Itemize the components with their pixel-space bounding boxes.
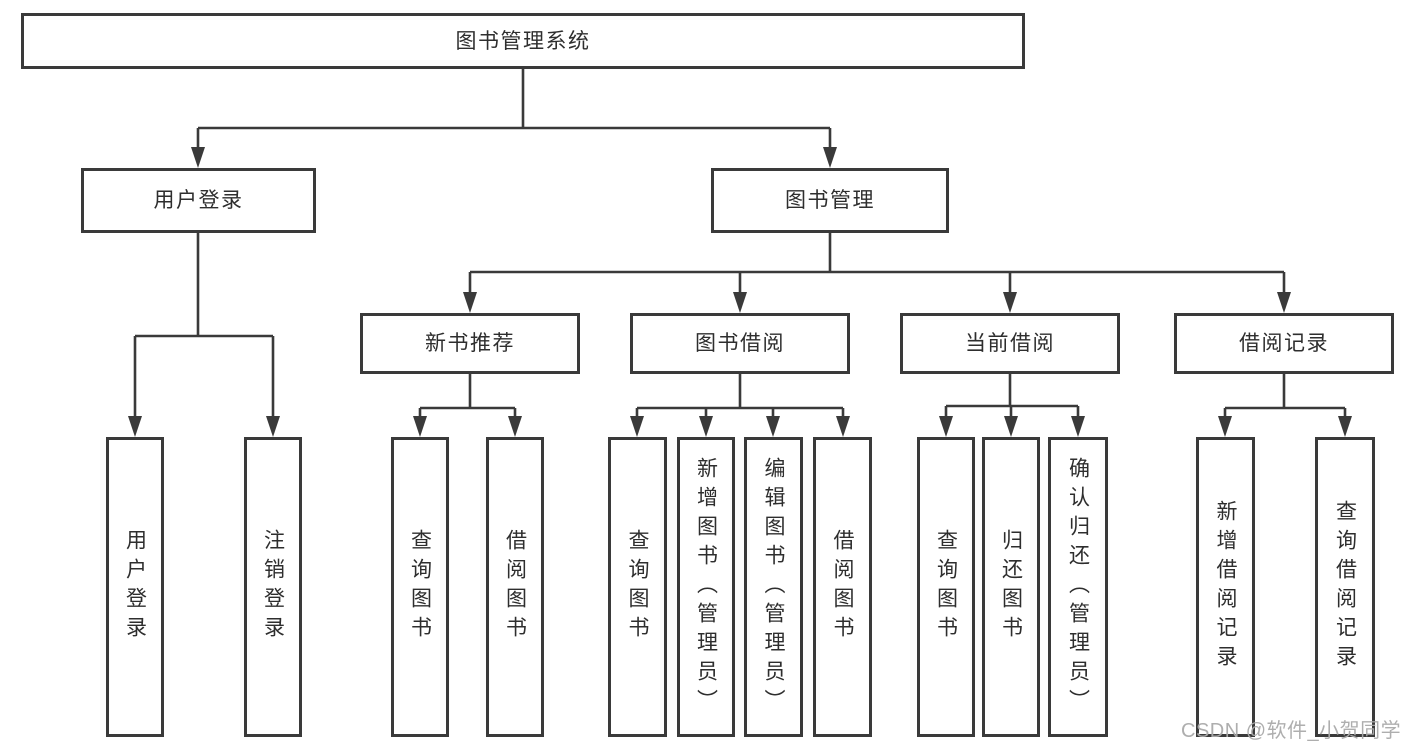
leaf-borrow-borrow-books: 借阅图书 — [813, 437, 872, 737]
leaf-recommend-borrow-books: 借阅图书 — [486, 437, 544, 737]
connector-user-login-to-leaves — [128, 233, 280, 437]
leaf-borrow-query-books-label: 查询图书 — [626, 529, 649, 645]
arrowhead-icon — [1218, 416, 1232, 437]
connector-new-book-recommend-to-leaves — [413, 374, 522, 437]
leaf-current-query-books: 查询图书 — [917, 437, 975, 737]
node-book-borrow-label: 图书借阅 — [695, 332, 785, 355]
node-book-management: 图书管理 — [711, 168, 949, 233]
node-user-login-branch: 用户登录 — [81, 168, 316, 233]
leaf-current-query-books-label: 查询图书 — [934, 529, 958, 645]
leaf-recommend-query-books-label: 查询图书 — [408, 529, 432, 645]
leaf-borrow-edit-books-admin: 编辑图书（管理员） — [744, 437, 803, 737]
leaf-user-login: 用户登录 — [106, 437, 164, 737]
node-new-book-recommend: 新书推荐 — [360, 313, 580, 374]
leaf-current-confirm-return-admin-label: 确认归还（管理员） — [1066, 456, 1090, 718]
arrowhead-icon — [1071, 416, 1085, 437]
arrowhead-icon — [413, 416, 427, 437]
leaf-borrow-query-books: 查询图书 — [608, 437, 667, 737]
arrowhead-icon — [1004, 416, 1018, 437]
leaf-logout-label: 注销登录 — [261, 529, 285, 645]
node-root: 图书管理系统 — [21, 13, 1025, 69]
leaf-current-return-books-label: 归还图书 — [999, 529, 1023, 645]
leaf-records-add-record: 新增借阅记录 — [1196, 437, 1255, 737]
node-current-borrow-label: 当前借阅 — [965, 332, 1055, 355]
connector-book-borrow-to-leaves — [630, 374, 850, 437]
arrowhead-icon — [939, 416, 953, 437]
node-book-management-label: 图书管理 — [785, 189, 875, 212]
leaf-current-confirm-return-admin: 确认归还（管理员） — [1048, 437, 1108, 737]
arrowhead-icon — [630, 416, 644, 437]
arrowhead-icon — [1003, 292, 1017, 313]
arrowhead-icon — [508, 416, 522, 437]
leaf-current-return-books: 归还图书 — [982, 437, 1040, 737]
leaf-user-login-label: 用户登录 — [123, 529, 147, 645]
leaf-records-add-record-label: 新增借阅记录 — [1214, 500, 1237, 674]
arrowhead-icon — [463, 292, 477, 313]
arrowhead-icon — [699, 416, 713, 437]
arrowhead-icon — [766, 416, 780, 437]
leaf-borrow-add-books-admin-label: 新增图书（管理员） — [694, 456, 718, 718]
csdn-watermark: CSDN @软件_小贺同学 — [1181, 720, 1402, 742]
leaf-records-query-record-label: 查询借阅记录 — [1333, 500, 1357, 674]
node-borrow-records: 借阅记录 — [1174, 313, 1394, 374]
node-book-borrow: 图书借阅 — [630, 313, 850, 374]
arrowhead-icon — [128, 416, 142, 437]
arrowhead-icon — [191, 147, 205, 168]
node-current-borrow: 当前借阅 — [900, 313, 1120, 374]
arrowhead-icon — [1277, 292, 1291, 313]
leaf-borrow-add-books-admin: 新增图书（管理员） — [677, 437, 735, 737]
leaf-records-query-record: 查询借阅记录 — [1315, 437, 1375, 737]
leaf-borrow-edit-books-admin-label: 编辑图书（管理员） — [762, 456, 785, 718]
node-new-book-recommend-label: 新书推荐 — [425, 332, 515, 355]
node-root-label: 图书管理系统 — [455, 29, 591, 53]
leaf-logout: 注销登录 — [244, 437, 302, 737]
arrowhead-icon — [733, 292, 747, 313]
leaf-recommend-borrow-books-label: 借阅图书 — [503, 529, 527, 645]
connector-book-management-to-level3 — [463, 233, 1291, 313]
connector-current-borrow-to-leaves — [939, 374, 1085, 437]
leaf-recommend-query-books: 查询图书 — [391, 437, 449, 737]
node-user-login-branch-label: 用户登录 — [153, 189, 244, 212]
arrowhead-icon — [266, 416, 280, 437]
connector-root-to-level2 — [191, 69, 837, 168]
arrowhead-icon — [823, 147, 837, 168]
connector-borrow-records-to-leaves — [1218, 374, 1352, 437]
arrowhead-icon — [1338, 416, 1352, 437]
arrowhead-icon — [836, 416, 850, 437]
node-borrow-records-label: 借阅记录 — [1239, 332, 1329, 355]
leaf-borrow-borrow-books-label: 借阅图书 — [831, 529, 854, 645]
